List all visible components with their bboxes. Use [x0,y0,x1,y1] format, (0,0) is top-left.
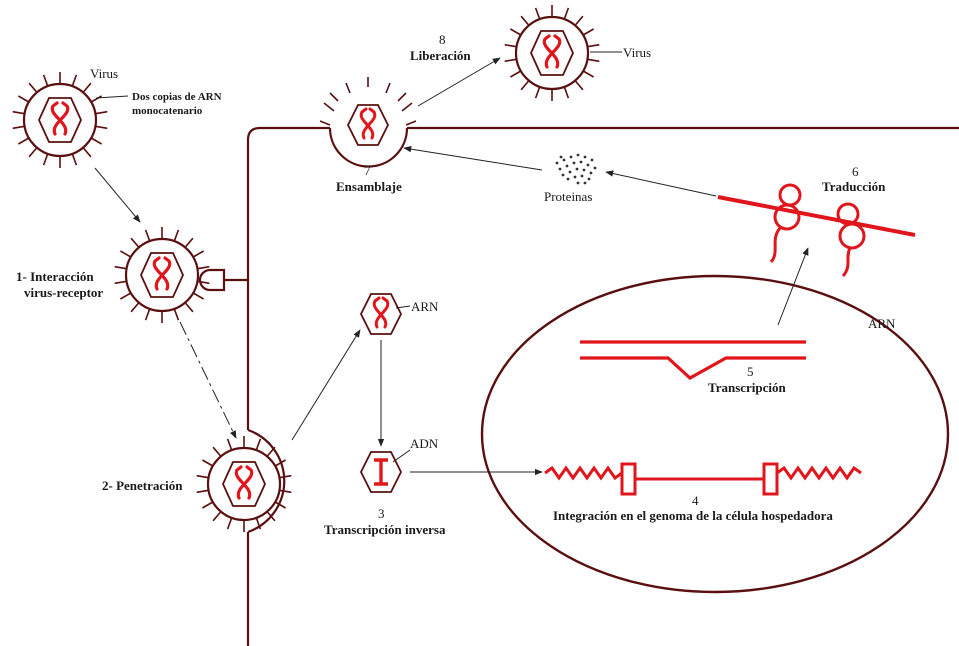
binding-virus-particle [115,227,210,323]
capsid-with-dna [361,452,401,492]
label-step4-text: Integración en el genoma de la célula ho… [553,508,833,523]
integrated-genome [545,464,861,494]
label-arn-small: ARN [411,299,439,314]
label-step4-num: 4 [692,493,699,508]
label-proteins: Proteinas [544,189,592,204]
label-two-copies-line2: monocatenario [132,105,203,117]
label-step8-num: 8 [439,32,446,47]
budding-virus-capsid [320,77,416,145]
label-step3-num: 3 [378,506,385,521]
label-arn-nucleus: ARN [868,316,896,331]
proteins-cluster [556,154,597,185]
free-virus-particle [13,72,108,168]
translation-ribosomes [718,185,915,276]
label-step2: 2- Penetración [102,478,183,493]
label-step8-text: Liberación [410,48,471,63]
receptor [200,270,248,290]
label-adn-small: ADN [410,436,439,451]
label-step7-num: 7 [364,163,371,178]
label-step3-text: Transcripción inversa [324,522,446,537]
label-two-copies-line1: Dos copias de ARN [132,91,222,103]
label-virus-top-right: Virus [623,45,651,60]
penetrating-virus-particle [197,436,292,532]
label-step6-num: 6 [852,164,859,179]
label-step6-text: Traducción [822,179,886,194]
label-step5-text: Transcripción [708,380,787,395]
label-virus-top-left: Virus [90,66,118,81]
released-virus-particle [505,5,600,101]
capsid-with-rna [361,294,401,334]
label-step5-num: 5 [747,364,754,379]
label-step7-text: Ensamblaje [336,179,402,194]
label-step1-line2: virus-receptor [24,285,103,300]
transcription-strands [580,342,806,378]
label-step1-line1: 1- Interacción [16,269,94,284]
